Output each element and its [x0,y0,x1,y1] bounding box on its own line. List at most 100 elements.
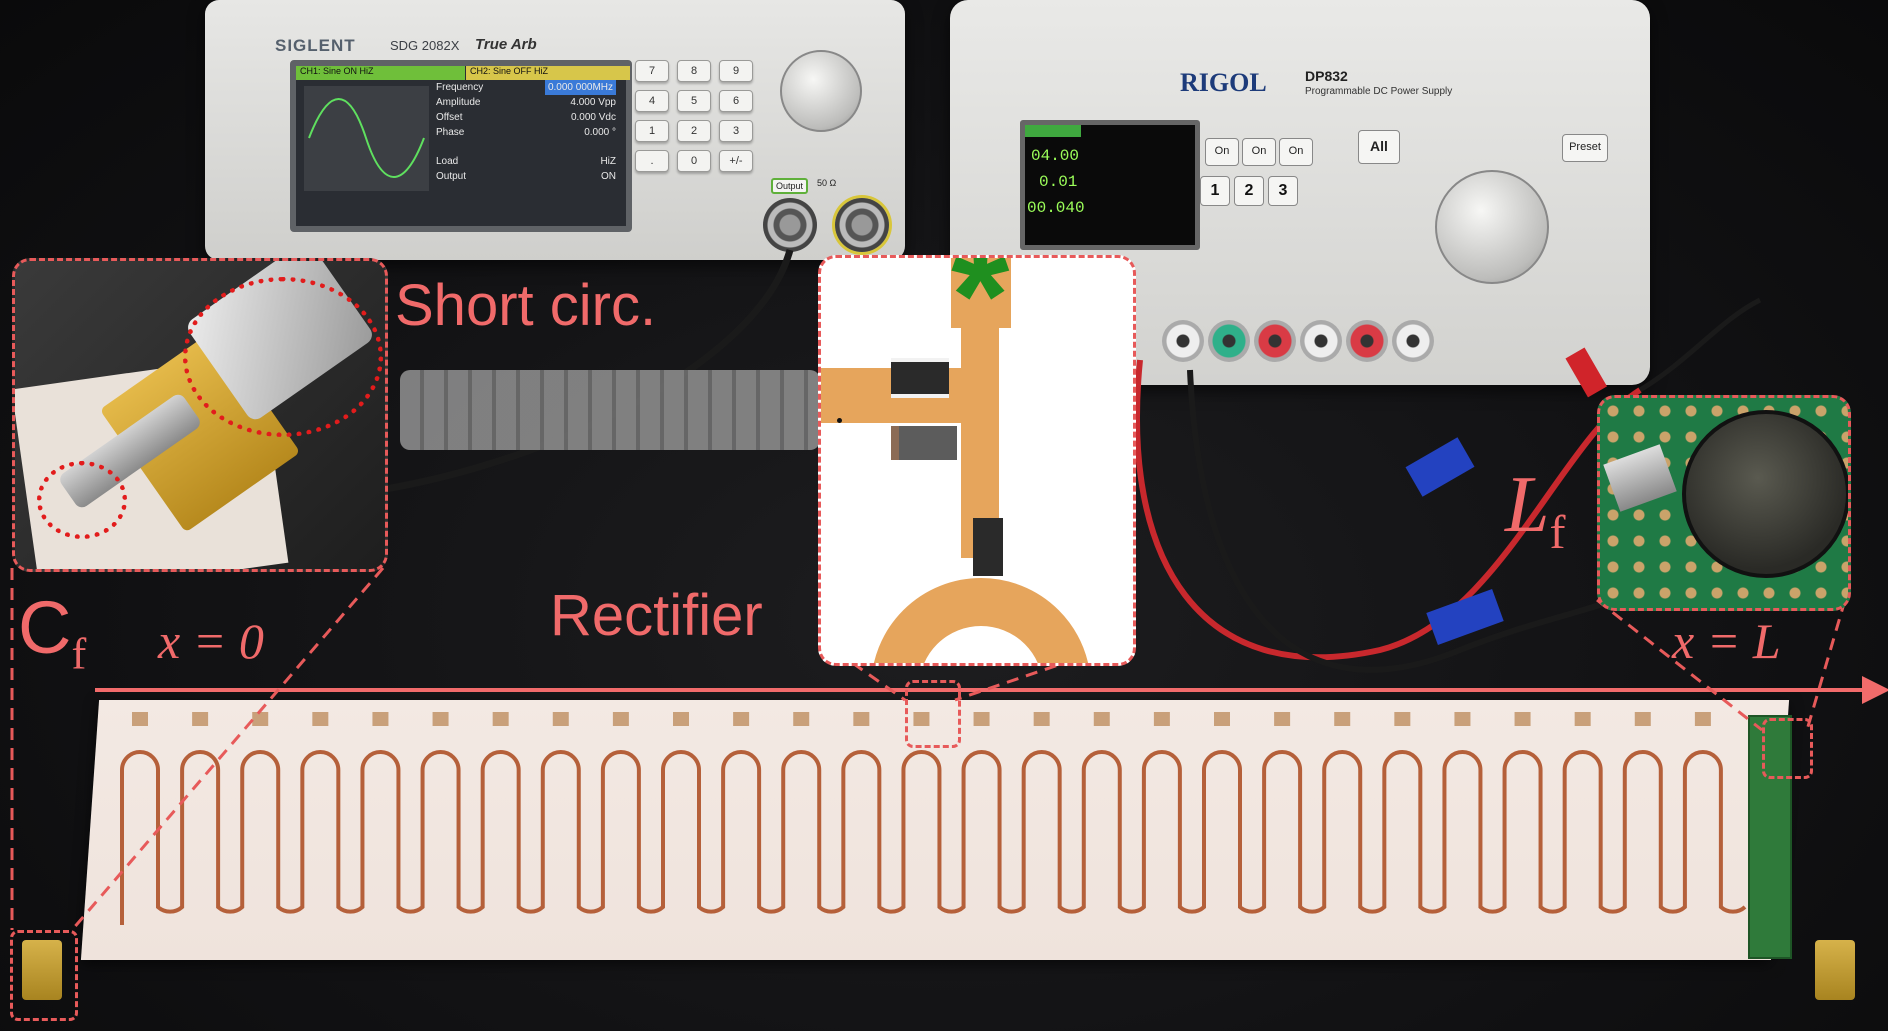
rectifier-pad [612,712,629,726]
ch1-voltage: 04.00 [1031,147,1080,165]
lf-label: Lf [1505,461,1566,559]
rectifier-pad [1634,712,1651,726]
siglent-model: SDG 2082X [390,38,460,53]
key-sign[interactable]: +/- [719,150,753,172]
ch1-power: 00.040 [1027,199,1085,217]
key-8[interactable]: 8 [677,60,711,82]
x-end-label: x = L [1672,613,1781,669]
rectifier-pad [192,712,209,726]
ch1-header [1025,125,1081,137]
rectifier-pad [1394,712,1411,726]
rectifier-pad [1214,712,1230,726]
key-5[interactable]: 5 [677,90,711,112]
pad-top [951,258,1011,328]
smd-component-2 [891,426,957,460]
rectifier-pad [1033,712,1050,726]
x-axis-arrowhead-icon [1862,676,1888,704]
rectifier-pad [973,712,990,726]
rectifier-pad [1274,712,1291,726]
short-circuit-label: Short circ. [395,273,657,338]
rectifier-pad [1514,712,1531,726]
siglent-brand: SIGLENT [275,36,356,55]
key-3[interactable]: 3 [719,120,753,142]
ch2-bnc-connector[interactable] [835,198,889,252]
rectifier-pad [312,712,329,726]
num-button-1[interactable]: 1 [1200,176,1230,206]
rectifier-pad [793,712,810,726]
rigol-model: DP832 [1305,68,1348,84]
meander-trace [120,750,1747,925]
lf-highlight-box [1762,718,1813,779]
preset-button[interactable]: Preset [1562,134,1608,162]
ch1-on-button[interactable]: On [1205,138,1239,166]
rectifier-pad [492,712,509,726]
terminal-2-neg[interactable] [1300,320,1342,362]
rectifier-pad [552,712,569,726]
key-7[interactable]: 7 [635,60,669,82]
key-4[interactable]: 4 [635,90,669,112]
generator-knob[interactable] [780,50,862,132]
terminal-3-pos[interactable] [1346,320,1388,362]
ch1-status: CH1: Sine ON HiZ [296,66,465,80]
terminal-2-pos[interactable] [1254,320,1296,362]
power-supply-knob[interactable] [1435,170,1549,284]
ohm-label: 50 Ω [817,178,837,188]
ch1-bnc-connector[interactable] [763,198,817,252]
key-1[interactable]: 1 [635,120,669,142]
rectifier-pad [1153,712,1170,726]
ch2-on-button[interactable]: On [1242,138,1276,166]
sma-connector-right [1815,940,1855,1000]
rectifier-pad [1454,712,1471,726]
rigol-brand: RIGOL [1180,68,1267,97]
sine-wave-icon [308,98,425,178]
rectifier-pad [432,712,449,726]
key-9[interactable]: 9 [719,60,753,82]
rectifier-diode [973,518,1003,576]
key-6[interactable]: 6 [719,90,753,112]
rectifier-pad [733,712,750,726]
rectifier-pad [913,712,930,726]
num-button-2[interactable]: 2 [1234,176,1264,206]
rectifier-pad [673,712,689,726]
ch3-on-button[interactable]: On [1279,138,1313,166]
antenna-ring [871,578,1091,663]
asterisk-marker: * [951,255,1010,379]
function-generator: SIGLENT SDG 2082X True Arb CH1: Sine ON … [205,0,905,260]
generator-screen: CH1: Sine ON HiZ CH2: Sine OFF HiZ Frequ… [290,60,632,232]
rectifier-inset: * [818,255,1136,666]
rectifier-pad [1694,712,1711,726]
key-0[interactable]: 0 [677,150,711,172]
rectifier-pad [853,712,870,726]
power-supply-screen: 04.00 0.01 00.040 [1020,120,1200,250]
x-zero-label: x = 0 [158,613,264,669]
all-on-button[interactable]: All [1358,130,1400,164]
sma-connector-left [22,940,62,1000]
rectifier-pad [372,712,389,726]
key-2[interactable]: 2 [677,120,711,142]
rectifier-pad [1574,712,1591,726]
short-circle-marker [183,277,383,437]
rigol-subtitle: Programmable DC Power Supply [1305,86,1453,97]
rectifier-pad [252,712,269,726]
lf-inset [1597,395,1851,611]
inductor-coil [1682,410,1848,578]
smd-component-1 [891,358,949,398]
terminal-gnd[interactable] [1208,320,1250,362]
rectifier-pad [132,712,148,726]
load-pcb [1748,715,1792,959]
rectifier-pad [1093,712,1110,726]
rectifier-pad [1334,712,1351,726]
terminal-3-neg[interactable] [1392,320,1434,362]
key-dot[interactable]: . [635,150,669,172]
num-button-3[interactable]: 3 [1268,176,1298,206]
cap-circle-marker [37,461,127,539]
terminal-1[interactable] [1162,320,1204,362]
